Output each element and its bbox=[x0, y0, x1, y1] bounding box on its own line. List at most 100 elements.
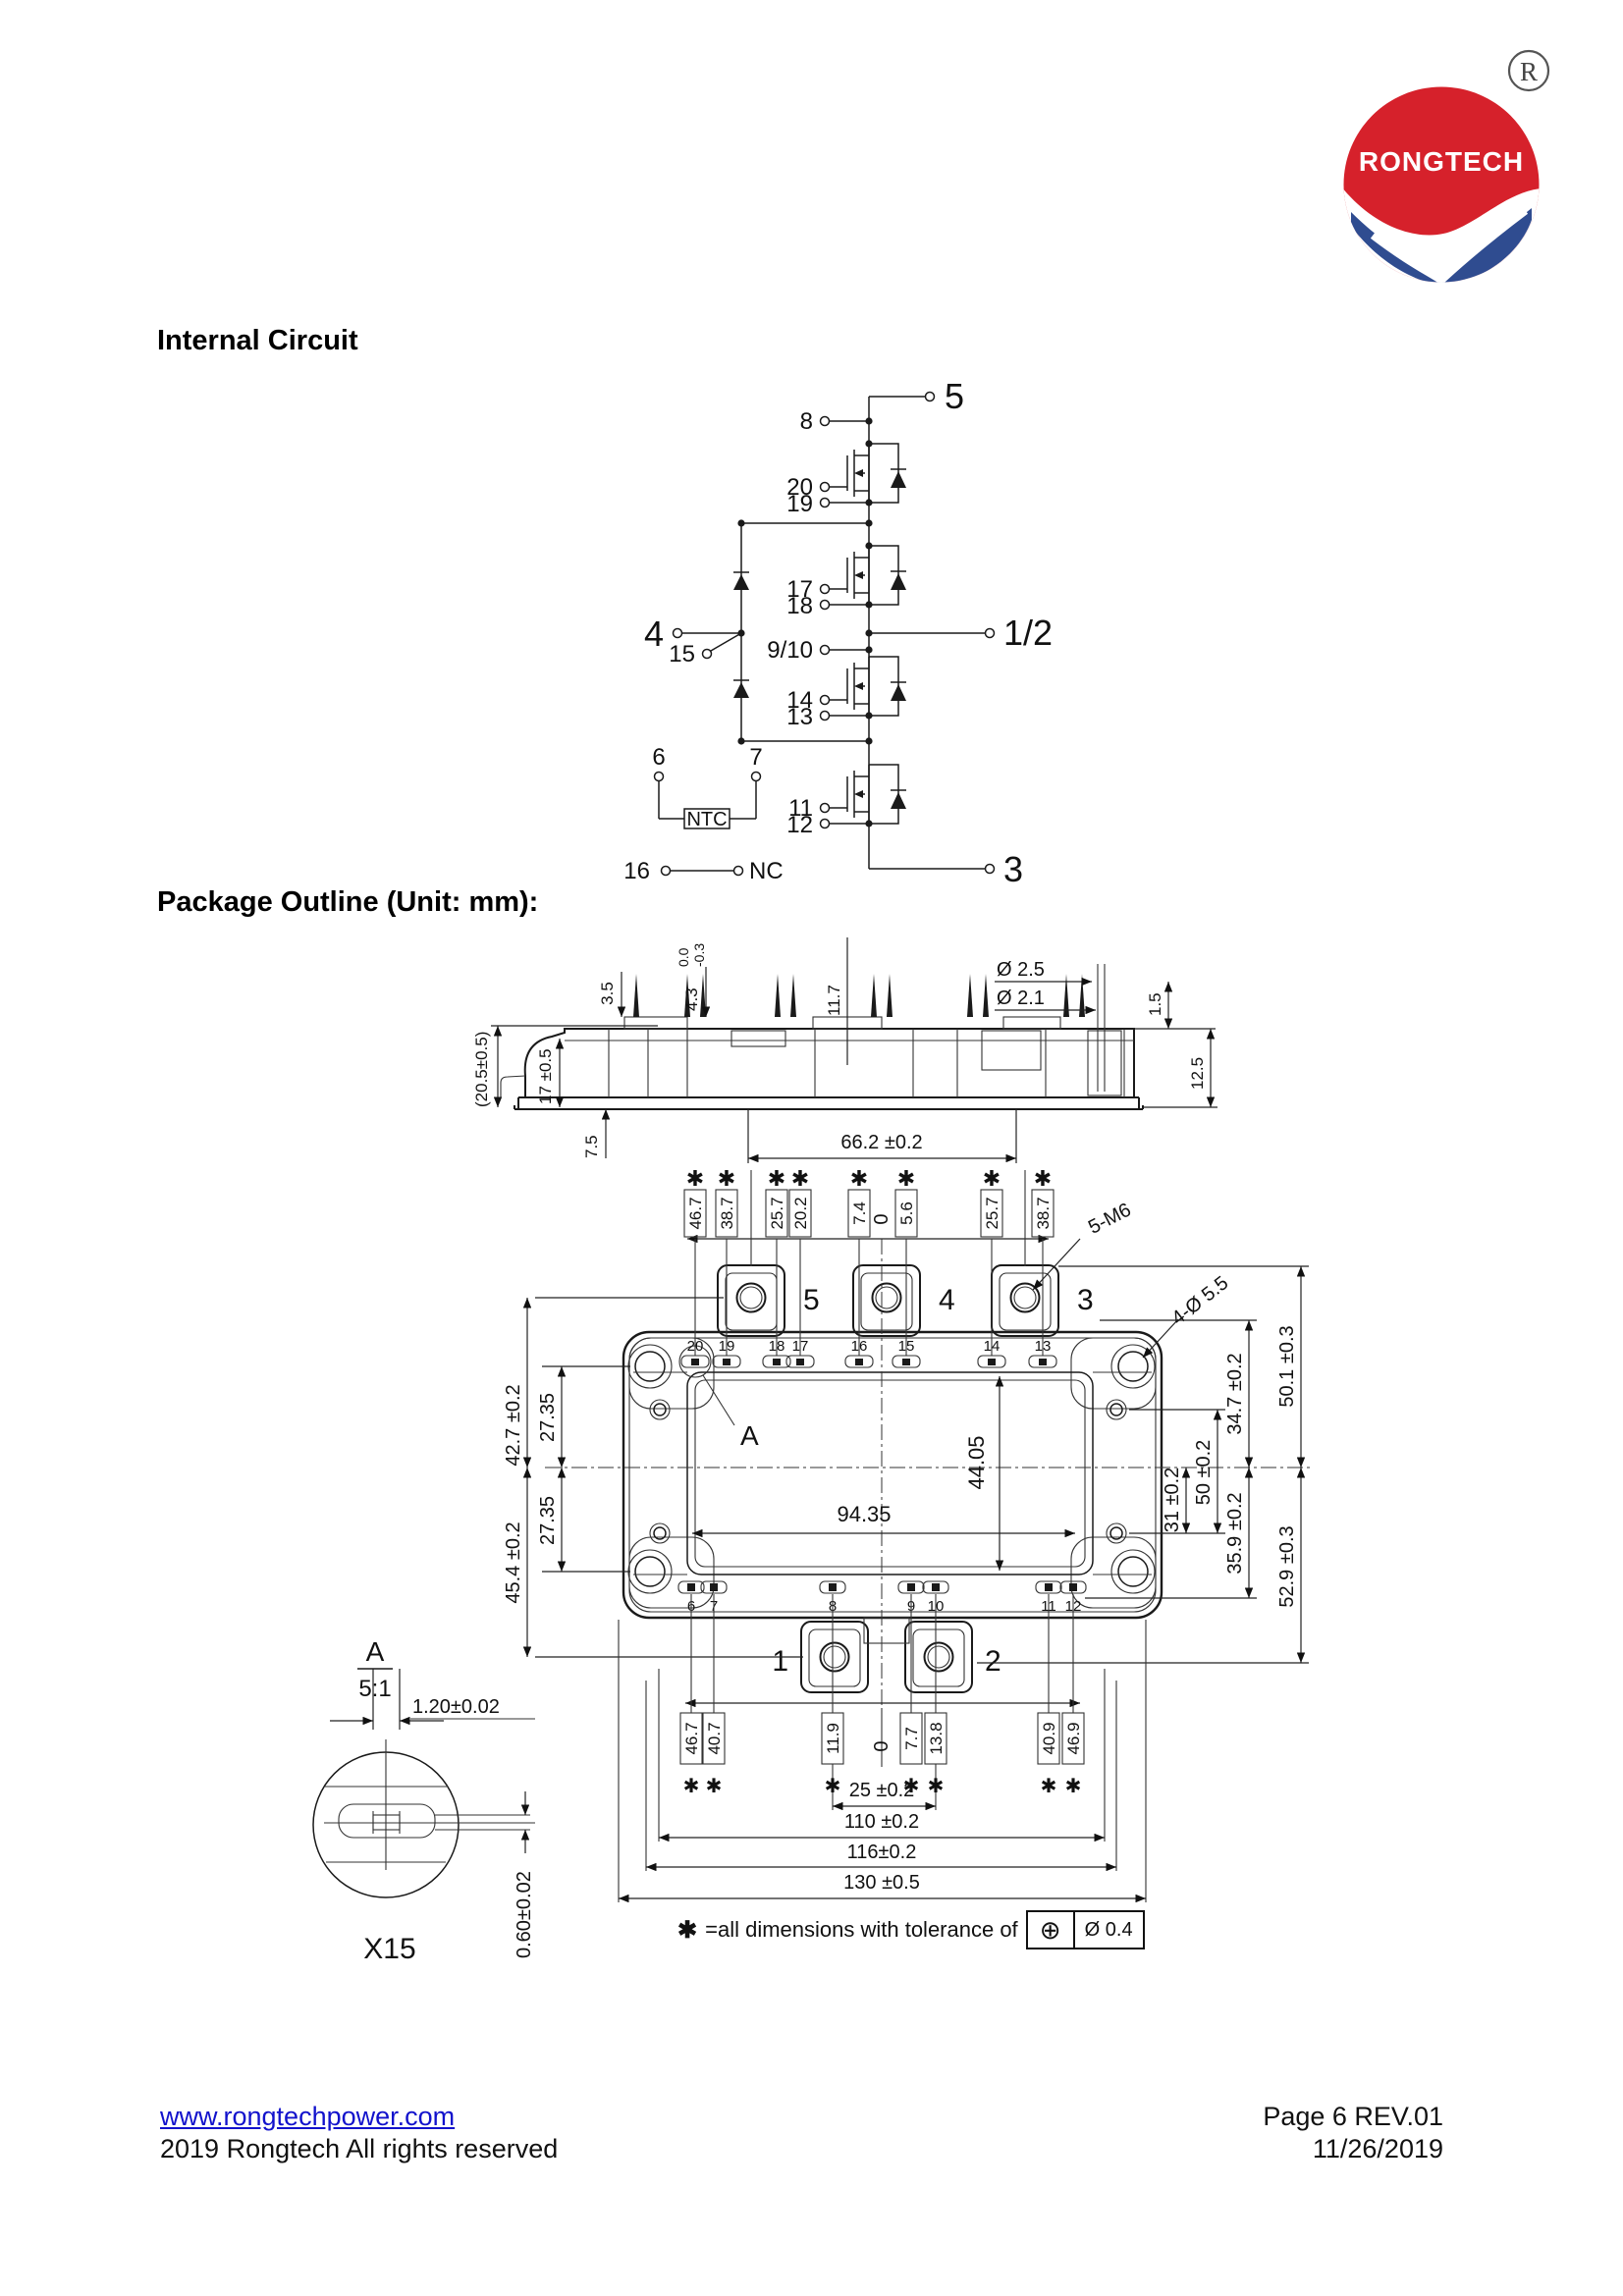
dim-4-3: 4.3 bbox=[682, 988, 701, 1011]
pin-14-label: 14 bbox=[786, 687, 813, 714]
dim-116: 116±0.2 bbox=[847, 1842, 917, 1863]
dim-4-3-tol-upper: 0.0 bbox=[676, 947, 691, 967]
star-mark: ✱ bbox=[683, 1776, 700, 1797]
dim-110: 110 ±0.2 bbox=[844, 1811, 919, 1833]
detail-a-magnification: X15 bbox=[363, 1933, 415, 1965]
dim-17: 17 ±0.5 bbox=[536, 1048, 555, 1104]
dim-50: 50 ±0.2 bbox=[1193, 1440, 1215, 1506]
callout-4-dia-5-5: 4-Ø 5.5 bbox=[1167, 1272, 1232, 1329]
junction-dots bbox=[737, 417, 873, 828]
registered-mark-icon: R bbox=[1520, 57, 1538, 86]
bottom-dimensions: 46.7 40.7 11.9 0 7.7 13.8 40.9 46.9 ✱ ✱ … bbox=[618, 1594, 1147, 1903]
dim-bot-11-9: 11.9 bbox=[824, 1723, 842, 1754]
top-view-body bbox=[545, 1239, 1311, 1708]
detail-a-dimensions: 1.20±0.02 0.60±0.02 X15 bbox=[330, 1669, 535, 1965]
pin-11-label: 11 bbox=[788, 795, 813, 822]
star-mark: ✱ bbox=[850, 1168, 868, 1191]
signal-pin-slots-top bbox=[680, 1355, 1057, 1368]
dim-52-9: 52.9 ±0.3 bbox=[1276, 1525, 1298, 1607]
dim-3-5: 3.5 bbox=[598, 982, 617, 1005]
pin-12-label: 12 bbox=[786, 812, 813, 838]
gdt-feature-control-frame: ⊕ Ø 0.4 bbox=[1025, 1910, 1145, 1949]
dim-bot-46-7: 46.7 bbox=[682, 1722, 701, 1754]
terminal-5-label: 5 bbox=[945, 378, 964, 416]
pin-18-label: 18 bbox=[786, 593, 813, 619]
side-view-outline bbox=[500, 964, 1144, 1110]
right-dimensions: 31 ±0.2 50 ±0.2 34.7 ±0.2 35.9 ±0.2 50.1… bbox=[977, 1265, 1309, 1664]
star-mark: ✱ bbox=[825, 1776, 841, 1797]
detail-a-drawing bbox=[312, 1739, 535, 1898]
heading-package-outline: Package Outline (Unit: mm): bbox=[157, 886, 539, 918]
inner-dimensions: 94.35 44.05 bbox=[692, 1376, 1075, 1571]
dim-dia-2-1: Ø 2.1 bbox=[997, 988, 1045, 1009]
star-mark: ✱ bbox=[706, 1776, 723, 1797]
dim-130: 130 ±0.5 bbox=[843, 1872, 920, 1894]
dim-34-7: 34.7 ±0.2 bbox=[1224, 1353, 1246, 1434]
dim-bot-46-9: 46.9 bbox=[1064, 1722, 1083, 1754]
dim-11-7: 11.7 bbox=[825, 985, 843, 1016]
nc-label: NC bbox=[749, 858, 784, 884]
star-mark: ✱ bbox=[903, 1776, 920, 1797]
package-top-view: 20 19 18 17 16 15 14 13 6 7 8 9 10 11 12… bbox=[503, 1168, 1311, 1903]
dim-7-5: 7.5 bbox=[582, 1135, 601, 1158]
dim-top-5-6: 5.6 bbox=[897, 1201, 916, 1225]
pin-8-label: 8 bbox=[800, 408, 813, 435]
dim-bot-zero: 0 bbox=[871, 1740, 893, 1751]
thread-callouts: 5-M6 4-Ø 5.5 bbox=[1032, 1200, 1232, 1359]
dim-45-4: 45.4 ±0.2 bbox=[503, 1522, 524, 1603]
star-mark: ✱ bbox=[1034, 1168, 1052, 1191]
footer-left: www.rongtechpower.com 2019 Rongtech All … bbox=[160, 2101, 558, 2165]
dim-25: 25 ±0.2 bbox=[849, 1780, 915, 1801]
heading-internal-circuit: Internal Circuit bbox=[157, 325, 358, 356]
footer-right: Page 6 REV.01 11/26/2019 bbox=[1080, 2101, 1443, 2165]
dim-31: 31 ±0.2 bbox=[1162, 1468, 1183, 1533]
dim-4-3-tol-lower: -0.3 bbox=[691, 943, 707, 967]
terminal-num-2: 2 bbox=[985, 1645, 1001, 1678]
star-mark: ✱ bbox=[718, 1168, 735, 1191]
rongtech-logo: RONGTECH R bbox=[1343, 49, 1550, 283]
pin-6-label: 6 bbox=[652, 744, 665, 771]
website-link[interactable]: www.rongtechpower.com bbox=[160, 2102, 456, 2131]
star-mark: ✱ bbox=[791, 1168, 809, 1191]
tolerance-note: ✱ =all dimensions with tolerance of ⊕ Ø … bbox=[677, 1910, 1145, 1949]
terminal-num-5: 5 bbox=[803, 1284, 820, 1316]
star-mark: ✱ bbox=[768, 1168, 785, 1191]
callout-5-m6: 5-M6 bbox=[1085, 1200, 1135, 1239]
registered-mark-circle bbox=[1507, 49, 1550, 92]
circuit-wires bbox=[653, 391, 996, 877]
detail-a-ref: A bbox=[740, 1420, 759, 1451]
pin-9-10-label: 9/10 bbox=[767, 637, 813, 664]
terminal-num-3: 3 bbox=[1077, 1284, 1094, 1316]
pin-16-label: 16 bbox=[623, 858, 650, 884]
mounting-holes bbox=[627, 1344, 1156, 1594]
dim-20-5: (20.5±0.5) bbox=[472, 1032, 491, 1107]
detail-a-scale: 5:1 bbox=[358, 1676, 391, 1702]
pin-numbers: 20 19 18 17 16 15 14 13 6 7 8 9 10 11 12 bbox=[687, 1338, 1082, 1615]
page-revision: Page 6 REV.01 bbox=[1263, 2102, 1443, 2131]
dim-top-zero: 0 bbox=[871, 1213, 893, 1224]
dim-50-1: 50.1 ±0.3 bbox=[1276, 1325, 1298, 1407]
dim-top-25-7: 25.7 bbox=[768, 1197, 786, 1229]
position-tolerance-icon: ⊕ bbox=[1028, 1912, 1075, 1948]
star-mark: ✱ bbox=[897, 1168, 915, 1191]
logo-mark: RONGTECH bbox=[1343, 86, 1540, 283]
dim-1-5: 1.5 bbox=[1146, 992, 1164, 1016]
dim-27-35-lower: 27.35 bbox=[537, 1496, 559, 1545]
terminal-num-4: 4 bbox=[939, 1284, 955, 1316]
side-view-dimensions: (20.5±0.5) 17 ±0.5 7.5 3.5 0.0 -0.3 4.3 … bbox=[472, 937, 1217, 1163]
terminal-tabs-bottom bbox=[800, 1617, 973, 1693]
detail-a-view: A 5:1 1.20±0.02 0.60±0.02 bbox=[312, 1636, 535, 1965]
star-mark: ✱ bbox=[686, 1168, 704, 1191]
detail-a-header: A 5:1 bbox=[357, 1636, 393, 1702]
dim-top-20-2: 20.2 bbox=[791, 1197, 810, 1229]
detail-a-letter: A bbox=[366, 1636, 385, 1667]
dim-1-20: 1.20±0.02 bbox=[412, 1696, 500, 1718]
dim-66-2: 66.2 ±0.2 bbox=[840, 1132, 922, 1153]
top-dimension-boxes: 46.7 38.7 25.7 20.2 7.4 0 5.6 25.7 38.7 … bbox=[683, 1168, 1055, 1356]
terminal-3-label: 3 bbox=[1003, 849, 1023, 889]
pin-15-label: 15 bbox=[669, 641, 695, 667]
terminal-1-2-label: 1/2 bbox=[1003, 613, 1053, 653]
dim-bot-13-8: 13.8 bbox=[927, 1722, 946, 1754]
terminal-numbers: 5 4 3 1 2 A bbox=[740, 1284, 1094, 1678]
star-mark: ✱ bbox=[928, 1776, 945, 1797]
